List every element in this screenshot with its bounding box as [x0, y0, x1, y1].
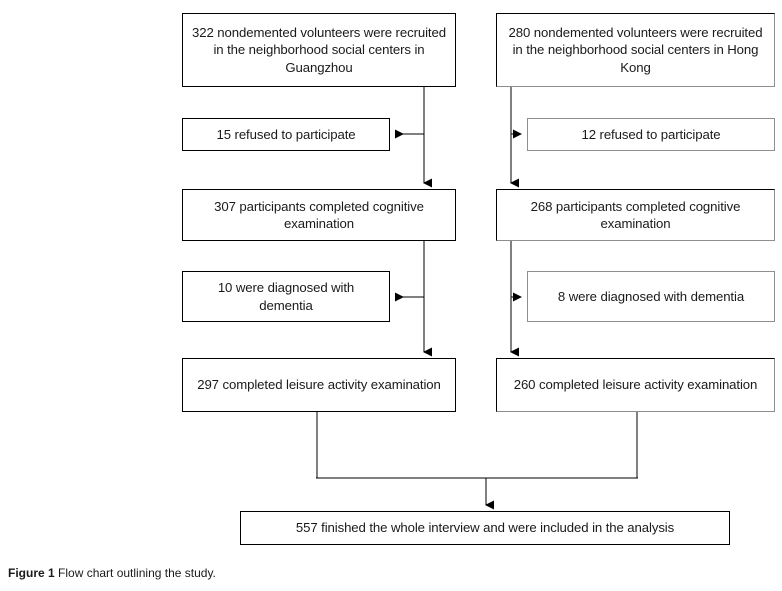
node-gz-recruited-text: 322 nondemented volunteers were recruite… — [192, 24, 446, 75]
node-gz-leisure-text: 297 completed leisure activity examinati… — [197, 377, 441, 393]
node-hk-cognitive-text: 268 participants completed cognitive exa… — [530, 198, 741, 231]
figure-caption-text: Flow chart outlining the study. — [58, 566, 216, 580]
node-total-analysis-text: 557 finished the whole interview and wer… — [295, 520, 675, 536]
node-total-analysis: 557 finished the whole interview and wer… — [240, 511, 730, 545]
flow-chart: 322 nondemented volunteers were recruite… — [182, 13, 775, 545]
node-gz-refused-text: 15 refused to participate — [216, 126, 356, 142]
node-gz-dementia: 10 were diagnosed with dementia — [182, 271, 390, 322]
node-hk-leisure: 260 completed leisure activity examinati… — [496, 358, 775, 412]
node-gz-cognitive-text: 307 participants completed cognitive exa… — [214, 198, 424, 231]
node-hk-dementia-text: 8 were diagnosed with dementia — [557, 288, 745, 304]
node-gz-cognitive: 307 participants completed cognitive exa… — [182, 189, 456, 241]
node-hk-leisure-text: 260 completed leisure activity examinati… — [513, 377, 758, 393]
node-hk-refused-text: 12 refused to participate — [581, 126, 721, 142]
node-gz-refused: 15 refused to participate — [182, 118, 390, 151]
node-hk-cognitive: 268 participants completed cognitive exa… — [496, 189, 775, 241]
node-gz-dementia-text: 10 were diagnosed with dementia — [217, 280, 355, 313]
node-gz-leisure: 297 completed leisure activity examinati… — [182, 358, 456, 412]
node-hk-dementia: 8 were diagnosed with dementia — [527, 271, 775, 322]
node-hk-recruited: 280 nondemented volunteers were recruite… — [496, 13, 775, 87]
node-hk-refused: 12 refused to participate — [527, 118, 775, 151]
node-hk-recruited-text: 280 nondemented volunteers were recruite… — [508, 24, 763, 75]
figure-caption-label: Figure 1 — [8, 566, 55, 580]
flow-connectors — [316, 87, 638, 510]
node-gz-recruited: 322 nondemented volunteers were recruite… — [182, 13, 456, 87]
figure-caption: Figure 1 Flow chart outlining the study. — [8, 566, 708, 581]
